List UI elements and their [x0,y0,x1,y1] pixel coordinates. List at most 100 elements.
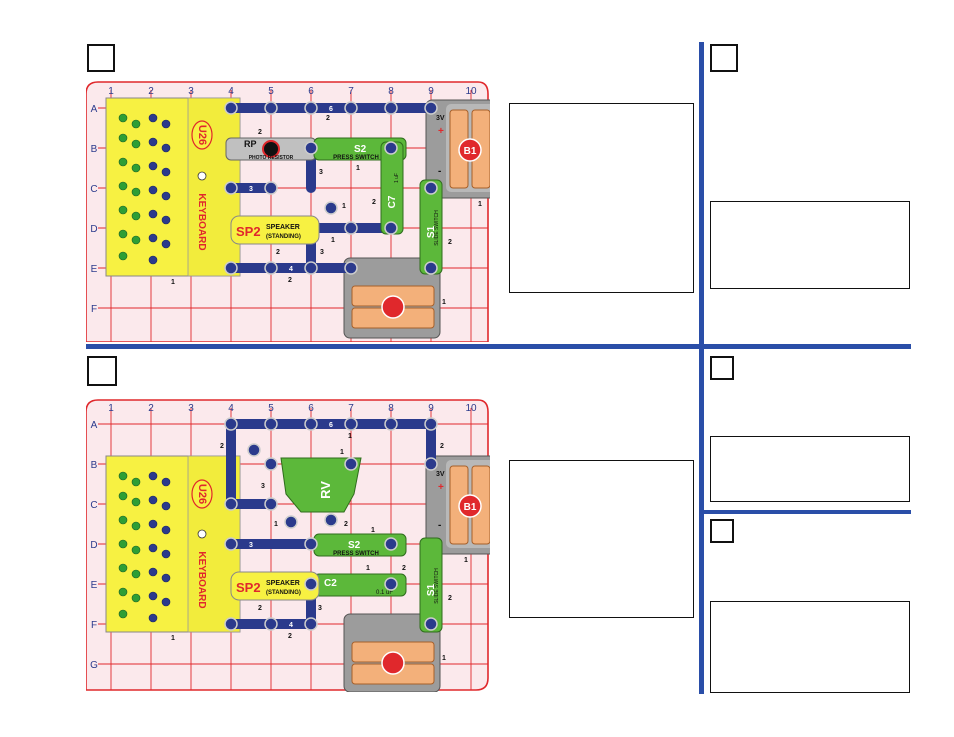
vertical-divider [699,42,704,694]
svg-text:1: 1 [331,237,335,244]
circuit-diagram-bottom: 1 2 3 4 5 6 7 8 9 10 A B C D E F G [86,399,490,692]
svg-text:1: 1 [464,557,468,564]
svg-text:4: 4 [289,266,293,273]
svg-text:3: 3 [319,169,323,176]
b1-label: B1 [464,502,477,513]
svg-text:6: 6 [329,106,333,113]
svg-text:(STANDING): (STANDING) [266,590,301,596]
svg-text:-: - [438,520,441,531]
svg-text:(STANDING): (STANDING) [266,234,301,240]
battery-holder-b1-bottom [343,257,441,339]
column-label: 5 [268,403,274,414]
potentiometer-rv: RV [280,457,362,513]
svg-text:S2: S2 [348,540,361,551]
u26-label: U26 [196,125,208,145]
row-label: A [91,104,98,115]
svg-text:PHOTO RESISTOR: PHOTO RESISTOR [249,155,294,161]
svg-text:0.1 uF: 0.1 uF [376,590,393,596]
b1-voltage: 3V [436,115,445,122]
column-label: 2 [148,403,154,414]
battery-holder-b1: B1 3V + - [425,455,490,555]
column-label: 1 [108,86,114,97]
svg-text:2: 2 [288,277,292,284]
capacitor-c2: C2 0.1 uF [313,573,407,597]
column-label: 8 [388,403,394,414]
row-label: B [91,144,98,155]
svg-text:1: 1 [356,165,360,172]
circuit-diagram-top: 1 2 3 4 5 6 7 8 9 10 A B C D E F [86,81,490,342]
svg-text:SP2: SP2 [236,224,261,239]
horizontal-divider-main [86,344,911,349]
svg-text:PRESS SWITCH: PRESS SWITCH [333,551,379,557]
svg-text:2: 2 [220,443,224,450]
svg-text:3: 3 [249,186,253,193]
battery-holder-b1: B1 3V + - [425,99,490,199]
svg-text:1: 1 [371,527,375,534]
svg-text:1: 1 [274,521,278,528]
row-label: B [91,460,98,471]
column-label: 10 [465,403,477,414]
description-box-top-right [710,201,910,289]
project-number-box-mid-right [710,356,734,380]
keyboard-module-u26: U26 KEYBOARD [105,97,241,277]
svg-text:S1: S1 [426,583,437,596]
row-label: D [90,224,97,235]
horizontal-divider-right [704,510,911,514]
svg-text:C7: C7 [387,195,398,208]
slide-switch-s1: S1 SLIDE SWITCH [419,179,443,275]
row-label: F [91,304,97,315]
row-label: C [90,184,97,195]
column-label: 8 [388,86,394,97]
row-label: D [90,540,97,551]
keyboard-label: KEYBOARD [196,551,207,608]
row-label: E [91,264,98,275]
svg-text:+: + [438,126,444,137]
keyboard-label: KEYBOARD [196,193,207,250]
column-label: 6 [308,86,314,97]
description-box-top-left [509,103,694,293]
svg-text:2: 2 [258,129,262,136]
svg-text:2: 2 [440,443,444,450]
row-label: E [91,580,98,591]
svg-text:PRESS SWITCH: PRESS SWITCH [333,155,379,161]
column-label: 3 [188,86,194,97]
svg-text:SP2: SP2 [236,580,261,595]
svg-text:2: 2 [448,239,452,246]
svg-text:SLIDE SWITCH: SLIDE SWITCH [434,210,440,246]
row-label: G [90,660,98,671]
description-box-bottom-left [509,460,694,618]
svg-text:3: 3 [320,249,324,256]
description-box-bottom-right [710,601,910,693]
project-number-box-top-left [87,44,115,72]
column-label: 2 [148,86,154,97]
column-label: 7 [348,86,354,97]
svg-text:6: 6 [329,422,333,429]
keyboard-module-u26: U26 KEYBOARD [105,455,241,633]
row-label: F [91,620,97,631]
svg-text:+: + [438,482,444,493]
project-number-box-bottom-left [87,356,117,386]
svg-text:2: 2 [372,199,376,206]
svg-text:1: 1 [171,635,175,642]
press-switch-s2: S2 PRESS SWITCH [313,533,407,557]
svg-text:2: 2 [326,115,330,122]
svg-text:1: 1 [171,279,175,286]
svg-text:C2: C2 [324,578,337,589]
b1-label: B1 [464,146,477,157]
column-label: 9 [428,86,434,97]
column-label: 10 [465,86,477,97]
svg-text:3: 3 [249,542,253,549]
slide-switch-s1: S1 SLIDE SWITCH [419,537,443,633]
svg-text:S1: S1 [426,225,437,238]
svg-text:3: 3 [261,483,265,490]
column-label: 1 [108,403,114,414]
row-label: A [91,420,98,431]
svg-text:1: 1 [342,203,346,210]
svg-text:1: 1 [442,299,446,306]
speaker-sp2: SP2 SPEAKER (STANDING) [230,571,320,601]
battery-holder-b1-bottom [343,613,441,692]
svg-text:1: 1 [348,433,352,440]
column-label: 9 [428,403,434,414]
svg-text:SPEAKER: SPEAKER [266,580,300,587]
photo-resistor-rp: RP PHOTO RESISTOR [225,137,317,161]
